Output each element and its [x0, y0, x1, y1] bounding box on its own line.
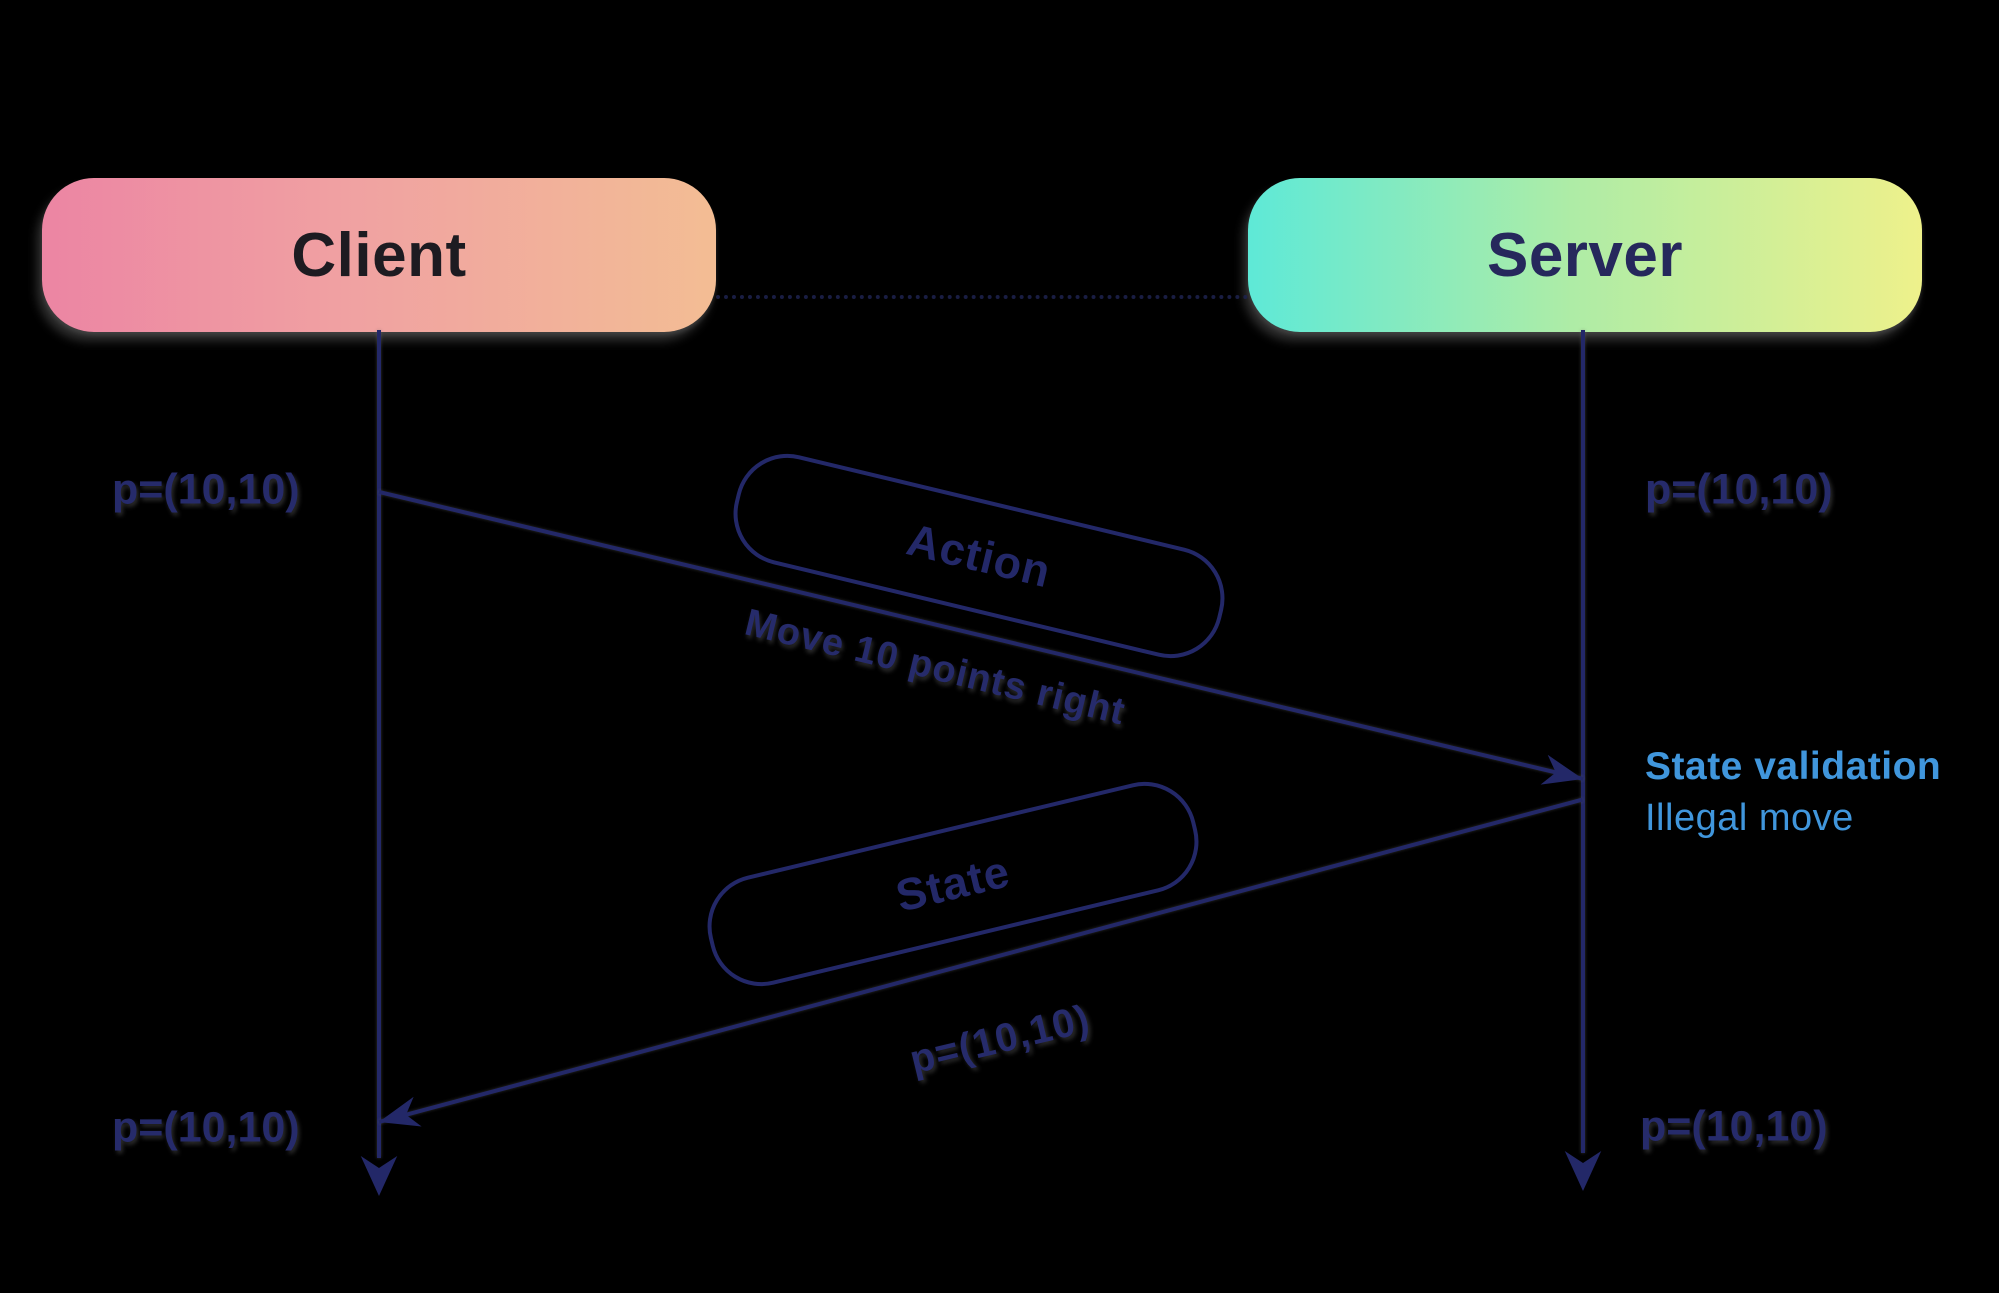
actors-dotted-connector: [716, 295, 1248, 299]
state-message-caption: p=(10,10): [905, 996, 1095, 1083]
server-top-state-label: p=(10,10): [1645, 465, 1833, 514]
state-validation-title: State validation: [1645, 745, 1942, 788]
action-message-arrowhead-icon: [1540, 754, 1586, 794]
state-message-badge: State: [696, 771, 1210, 997]
server-actor-label: Server: [1486, 220, 1684, 290]
action-badge-label: Action: [902, 513, 1057, 598]
client-bottom-state-label: p=(10,10): [112, 1103, 300, 1152]
server-lifeline: [1581, 330, 1585, 1153]
state-validation-note: State validation Illegal move: [1645, 745, 1941, 840]
client-lifeline: [377, 330, 381, 1158]
client-top-state-label: p=(10,10): [112, 465, 300, 514]
state-badge-label: State: [890, 845, 1015, 922]
state-validation-subtitle: Illegal move: [1645, 797, 1854, 839]
state-message-arrowhead-icon: [375, 1096, 422, 1137]
client-lifeline-arrowhead-icon: [360, 1156, 398, 1196]
client-actor-label: Client: [291, 220, 467, 290]
server-actor-box: Server: [1248, 178, 1922, 332]
client-actor-box: Client: [42, 178, 716, 332]
server-lifeline-arrowhead-icon: [1564, 1151, 1602, 1191]
server-bottom-state-label: p=(10,10): [1640, 1102, 1828, 1151]
